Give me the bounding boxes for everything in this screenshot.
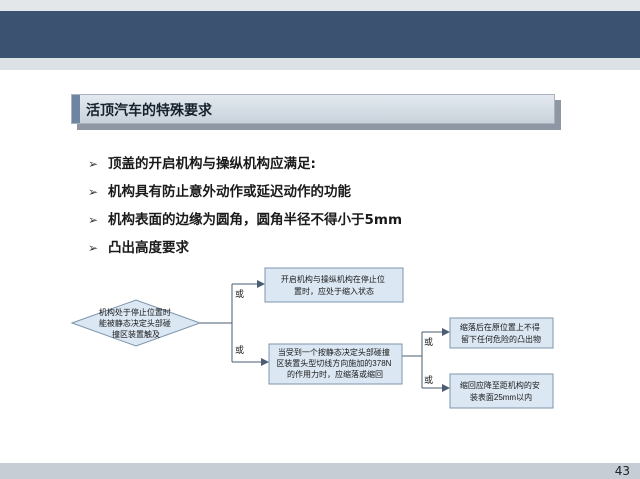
bullet-arrow-icon: ➢ <box>88 241 99 255</box>
middle-outcome-box <box>268 343 403 385</box>
upper-outcome-box <box>264 267 404 303</box>
bullet-arrow-icon: ➢ <box>88 213 99 227</box>
start-line-3: 撞区装置触及 <box>112 329 160 339</box>
header-underline <box>0 58 640 70</box>
bullet-item: ➢ 机构表面的边缘为圆角，圆角半径不得小于5mm <box>88 208 402 230</box>
or-label: 或 <box>424 374 433 385</box>
middle-box-line-2: 区装置头型切线方向施加的378N <box>276 358 391 368</box>
slide-title: 活顶汽车的特殊要求 <box>86 103 212 119</box>
right-bottom-line-1: 缩回应降至距机构的安 <box>460 380 540 390</box>
svg-text:当受到一个按静态决定头部碰撞 区装置头型切线方向施加: 当受到一个按静态决定头部碰撞 区装置头型切线方向施加的378N 的作用力时，应缩… <box>276 347 393 379</box>
right-top-line-2: 留下任何危险的凸出物 <box>461 334 541 344</box>
right-top-line-1: 缩落后在原位置上不得 <box>460 322 540 332</box>
svg-text:或 或 或 或: 或 或 或 或 <box>235 288 436 385</box>
title-accent-bar <box>72 95 80 123</box>
upper-box-line-2: 置时，应处于缩入状态 <box>294 286 374 296</box>
svg-text:机构处于停止位置时 能被静态决定头部碰 撞区: 机构处于停止位置时 能被静态决定头部碰 撞区装置触及 <box>99 307 173 339</box>
upper-box-line-1: 开启机构与操纵机构在停止位 <box>281 274 385 284</box>
middle-box-line-3: 的作用力时，应缩落或缩回 <box>287 369 383 379</box>
svg-text:缩落后在原位置上不得 留下任何危险的凸出物: 缩落后在原位置上不得 留下任何危险的凸出物 <box>460 322 542 344</box>
middle-box-line-1: 当受到一个按静态决定头部碰撞 <box>278 347 390 357</box>
footer-bar <box>0 463 640 479</box>
or-label: 或 <box>235 288 244 299</box>
bullet-arrow-icon: ➢ <box>88 185 99 199</box>
bullet-item: ➢ 机构具有防止意外动作或延迟动作的功能 <box>88 180 351 202</box>
right-bottom-line-2: 装表面25mm以内 <box>470 392 532 402</box>
svg-text:开启机构与操纵机构在停止位 置时，应处于缩入状态: 开启机构与操纵机构在停止位 置时，应处于缩入状态 <box>281 274 387 296</box>
page-number: 43 <box>614 464 630 478</box>
start-line-1: 机构处于停止位置时 <box>99 307 171 317</box>
or-label: 或 <box>235 344 244 355</box>
start-line-2: 能被静态决定头部碰 <box>99 318 171 328</box>
bullet-item: ➢ 凸出高度要求 <box>88 236 189 258</box>
top-stripe <box>0 0 640 11</box>
svg-text:缩回应降至距机构的安 装表面25mm以内: 缩回应降至距机构的安 装表面25mm以内 <box>460 380 542 402</box>
bullet-text: 顶盖的开启机构与操纵机构应满足: <box>108 156 316 172</box>
bullet-item: ➢ 顶盖的开启机构与操纵机构应满足: <box>88 152 316 174</box>
header-band <box>0 11 640 58</box>
recede-outcome-box <box>449 373 554 409</box>
or-label: 或 <box>424 336 433 347</box>
bullet-text: 机构表面的边缘为圆角，圆角半径不得小于5mm <box>108 212 403 228</box>
bullet-text: 机构具有防止意外动作或延迟动作的功能 <box>108 184 351 200</box>
bullet-text: 凸出高度要求 <box>108 240 189 256</box>
bullet-arrow-icon: ➢ <box>88 157 99 171</box>
retract-outcome-box <box>449 317 554 349</box>
slide-title-box: 活顶汽车的特殊要求 <box>71 94 555 124</box>
